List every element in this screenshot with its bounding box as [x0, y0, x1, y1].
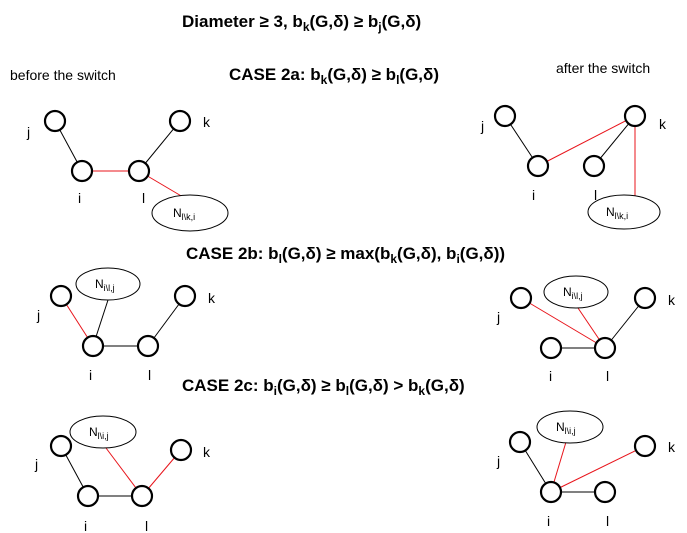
neighbor-set-ellipse: [587, 194, 661, 230]
label-i: i: [78, 190, 81, 206]
label-j: j: [496, 309, 500, 325]
label-i: i: [532, 187, 535, 203]
label-i: i: [547, 513, 550, 529]
node-l: [593, 336, 617, 360]
label-k: k: [668, 439, 676, 455]
node-i: [76, 484, 100, 508]
label-k: k: [203, 444, 211, 460]
node-k: [633, 286, 657, 310]
node-l: [582, 154, 606, 178]
case-2c-after-graph: Nl\i,j j i l k: [496, 410, 676, 529]
node-l: [593, 480, 617, 504]
node-i: [81, 334, 105, 358]
neighbor-set-ellipse: [151, 194, 229, 232]
label-l: l: [594, 187, 597, 203]
after-switch-label: after the switch: [556, 60, 650, 76]
label-l: l: [606, 513, 609, 529]
neighbor-set-label: Nl\i,j: [556, 420, 576, 436]
case-2b-after-graph: Ni\l,j j i l k: [496, 275, 676, 384]
neighbor-set-label: Ni\l,j: [563, 285, 583, 301]
label-k: k: [659, 116, 667, 132]
label-l: l: [142, 190, 145, 206]
neighbor-set-label: Ni\l,j: [95, 277, 115, 293]
label-j: j: [480, 118, 484, 134]
node-l: [136, 334, 160, 358]
edge-i-k: [550, 445, 646, 493]
node-j: [508, 430, 532, 454]
neighbor-set-label: Nl\k,i: [606, 205, 628, 221]
neighbor-set-ellipse: [536, 410, 604, 444]
label-k: k: [203, 114, 211, 130]
before-switch-label: before the switch: [10, 67, 116, 83]
case-2b-title: CASE 2b: bl(G,δ) ≥ max(bk(G,δ), bi(G,δ)): [186, 244, 505, 266]
node-k: [173, 284, 197, 308]
case-2c-title: CASE 2c: bi(G,δ) ≥ bl(G,δ) > bk(G,δ): [182, 376, 465, 398]
neighbor-set-label: Nl\k,i: [173, 206, 195, 222]
label-i: i: [89, 367, 92, 383]
label-j: j: [36, 307, 40, 323]
node-j: [509, 286, 533, 310]
node-k: [633, 434, 657, 458]
label-j: j: [26, 124, 30, 140]
label-l: l: [145, 518, 148, 533]
case-2c-before-graph: Nl\i,j j i l k: [34, 415, 211, 533]
case-2a-after-graph: Nl\k,i j i l k: [480, 104, 667, 230]
label-l: l: [606, 368, 609, 384]
node-i: [526, 154, 550, 178]
node-l: [127, 159, 151, 183]
case-2a-before-graph: Nl\k,i j i l k: [26, 109, 229, 232]
label-j: j: [496, 453, 500, 469]
node-j: [49, 284, 73, 308]
node-j: [49, 434, 73, 458]
edge-i-l: [537, 115, 636, 167]
node-i: [539, 336, 563, 360]
neighbor-set-ellipse: [75, 267, 141, 301]
label-i: i: [549, 368, 552, 384]
node-i: [70, 159, 94, 183]
node-j: [493, 104, 517, 128]
neighbor-set-ellipse: [69, 415, 137, 449]
case-2a-title: CASE 2a: bk(G,δ) ≥ bl(G,δ): [229, 65, 439, 87]
node-k: [168, 109, 192, 133]
label-i: i: [84, 518, 87, 533]
label-k: k: [208, 290, 216, 306]
case-2b-before-graph: Ni\l,j j i l k: [36, 267, 216, 383]
node-l: [130, 484, 154, 508]
node-k: [623, 104, 647, 128]
node-i: [539, 480, 563, 504]
diagram-title: Diameter ≥ 3, bk(G,δ) ≥ bj(G,δ): [182, 12, 421, 34]
node-k: [169, 438, 193, 462]
neighbor-set-ellipse: [543, 275, 609, 309]
neighbor-set-label: Nl\i,j: [89, 425, 109, 441]
label-j: j: [34, 456, 38, 472]
label-l: l: [148, 367, 151, 383]
label-k: k: [668, 292, 676, 308]
node-j: [43, 109, 67, 133]
edge-j-l: [520, 297, 606, 349]
